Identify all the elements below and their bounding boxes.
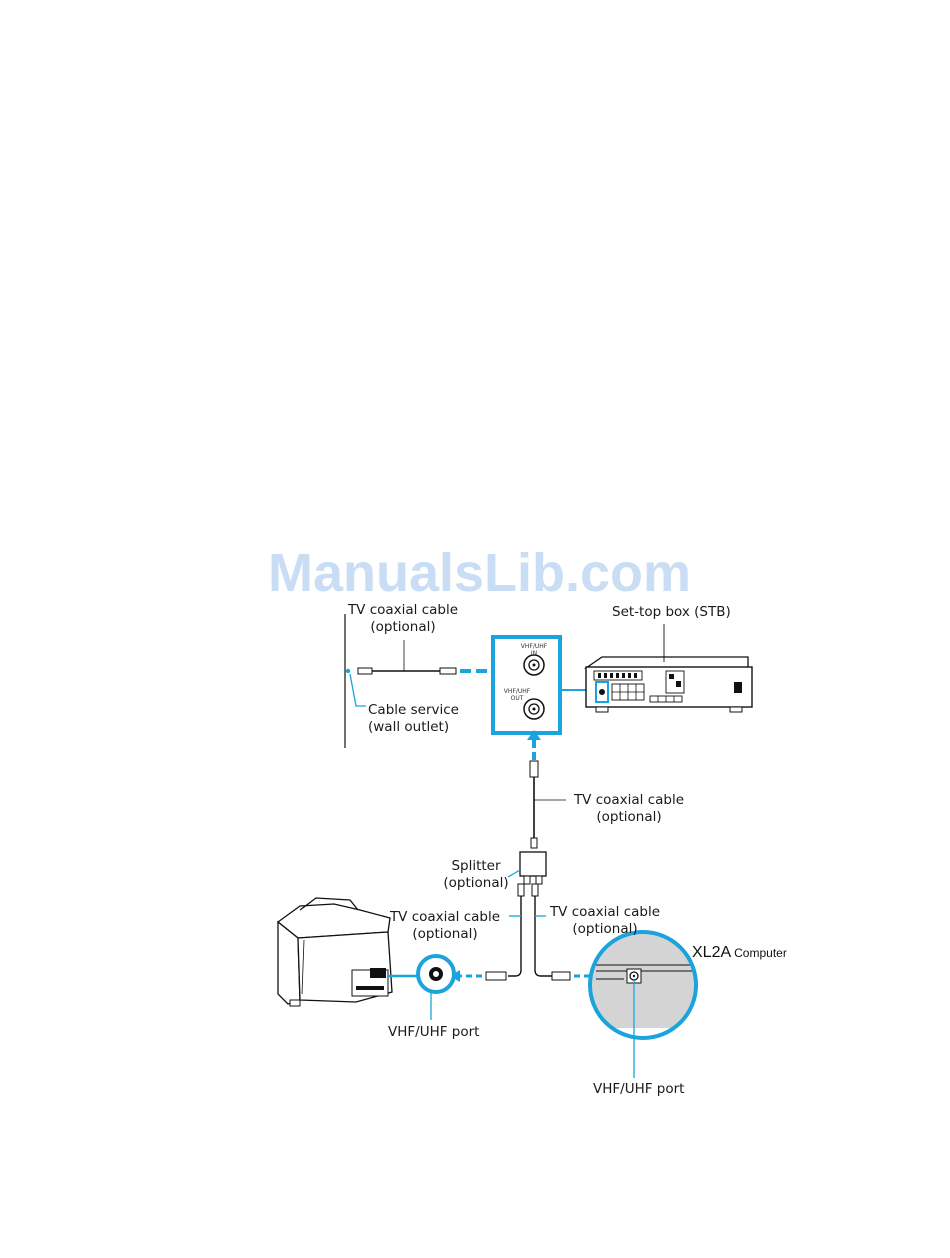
set-top-box	[586, 657, 752, 712]
label-splitter-line2: (optional)	[436, 875, 516, 892]
label-splitter: Splitter (optional)	[436, 858, 516, 892]
label-tv-coax-top: TV coaxial cable (optional)	[340, 602, 466, 636]
label-tv-coax-left-line1: TV coaxial cable	[382, 909, 508, 926]
label-panel-out: VHF/UHF OUT	[500, 688, 534, 702]
top-coax-cable	[358, 640, 456, 674]
label-tv-coax-mid: TV coaxial cable (optional)	[566, 792, 692, 826]
computer-port-callout	[588, 930, 700, 1078]
middle-coax-cable	[530, 761, 566, 848]
label-panel-in: VHF/UHF IN	[514, 643, 554, 657]
label-tv-coax-mid-line1: TV coaxial cable	[566, 792, 692, 809]
cable-service-leader	[350, 674, 366, 706]
label-cable-service-line1: Cable service	[368, 702, 459, 719]
wall-outlet-dot	[346, 669, 350, 673]
label-cable-service: Cable service (wall outlet)	[368, 702, 459, 736]
label-tv-coax-top-line2: (optional)	[340, 619, 466, 636]
label-tv-coax-left-line2: (optional)	[382, 926, 508, 943]
label-tv-coax-left: TV coaxial cable (optional)	[382, 909, 508, 943]
label-tv-coax-top-line1: TV coaxial cable	[340, 602, 466, 619]
label-computer-word: Computer	[734, 946, 787, 960]
label-tv-coax-right: TV coaxial cable (optional)	[542, 904, 668, 938]
label-tv-port: VHF/UHF port	[388, 1024, 479, 1041]
label-tv-coax-right-line1: TV coaxial cable	[542, 904, 668, 921]
label-set-top-box: Set-top box (STB)	[612, 604, 731, 621]
label-computer-port: VHF/UHF port	[593, 1081, 684, 1098]
tv-port-callout	[418, 956, 454, 1020]
label-tv-coax-mid-line2: (optional)	[566, 809, 692, 826]
label-tv-coax-right-line2: (optional)	[542, 921, 668, 938]
label-splitter-line1: Splitter	[436, 858, 516, 875]
label-cable-service-line2: (wall outlet)	[368, 719, 459, 736]
label-computer-model: XL2A	[692, 944, 731, 961]
